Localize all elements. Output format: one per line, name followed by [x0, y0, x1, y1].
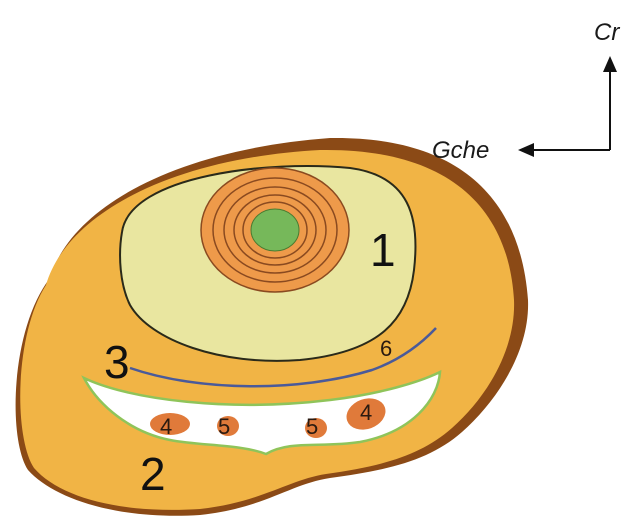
label-5-left: 5 [218, 414, 230, 439]
label-2: 2 [140, 448, 166, 500]
label-1: 1 [370, 224, 396, 276]
label-4-right: 4 [360, 400, 372, 425]
arrow-up-icon [603, 56, 617, 72]
label-5-right: 5 [306, 414, 318, 439]
label-4-left: 4 [160, 414, 172, 439]
label-6: 6 [380, 336, 392, 361]
arrow-left-icon [518, 143, 534, 157]
label-3: 3 [104, 336, 130, 388]
central-core [251, 209, 299, 251]
orientation-indicator [518, 56, 617, 157]
left-label: Gche [432, 137, 489, 164]
cranial-label: Cr [594, 19, 620, 46]
